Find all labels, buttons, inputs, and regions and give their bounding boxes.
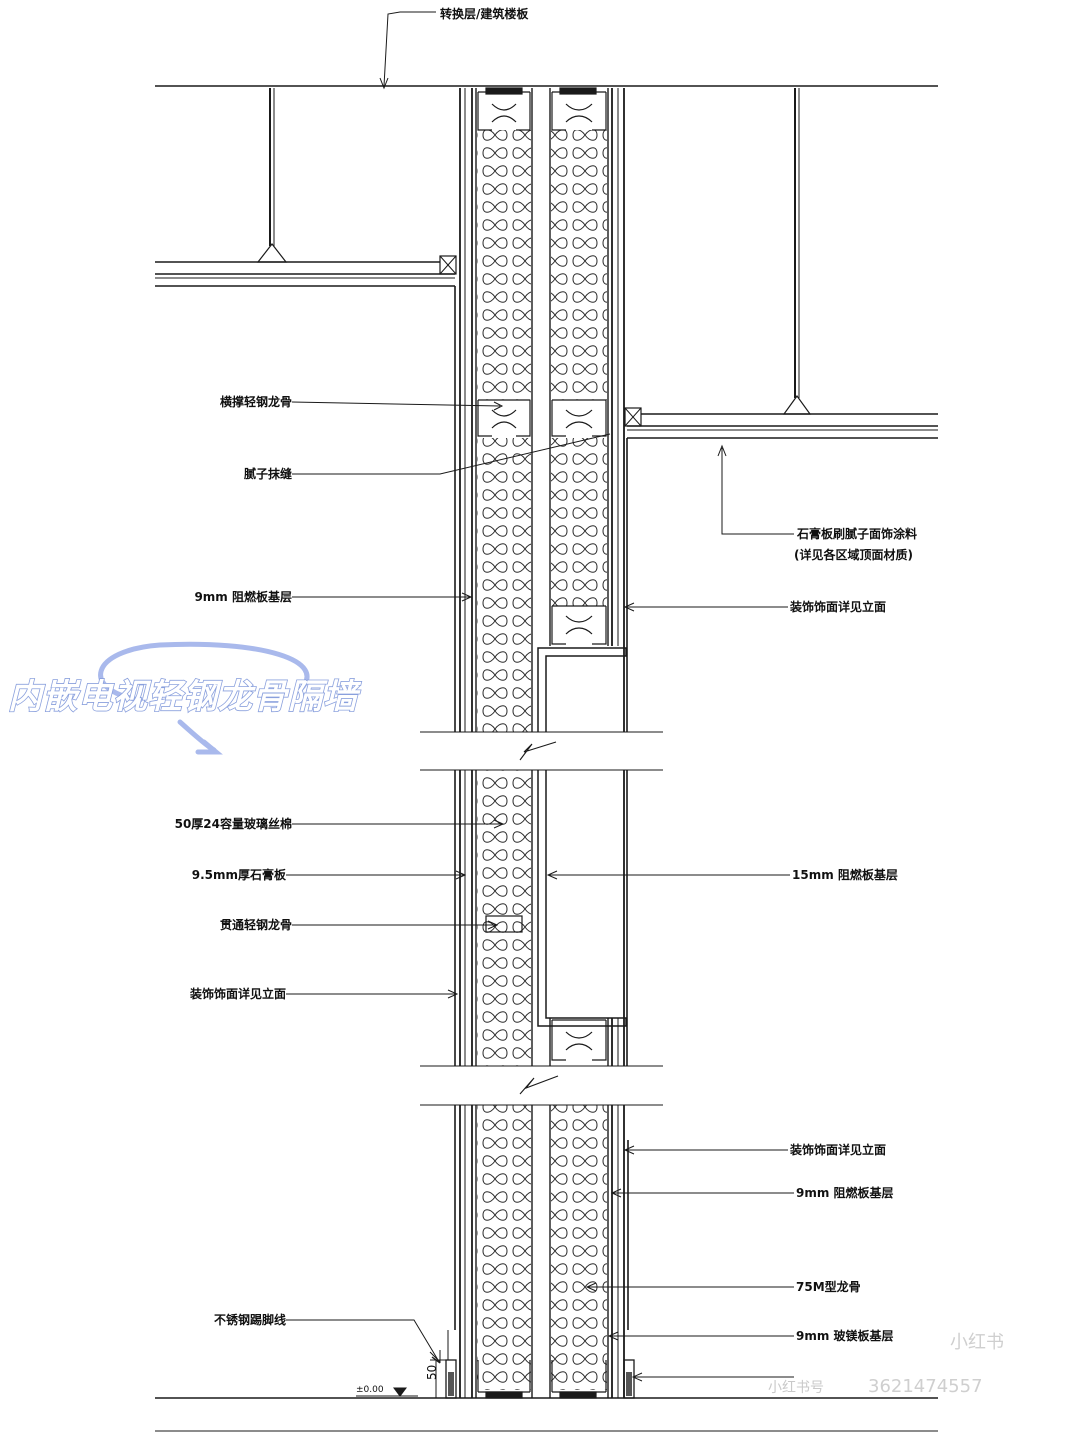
break-lines	[420, 731, 663, 1106]
tv-niche	[537, 647, 627, 1027]
label-putty-joint: 腻子抹缝	[244, 466, 292, 481]
dimension-50	[430, 1330, 449, 1399]
label-finish-lower-right: 装饰饰面详见立面	[789, 1142, 886, 1157]
label-finish-lower-left: 装饰饰面详见立面	[189, 986, 286, 1001]
leader-lines	[286, 11, 794, 1382]
label-fr-board-9-right: 9mm 阻燃板基层	[796, 1185, 894, 1200]
label-mgo-board: 9mm 玻镁板基层	[796, 1328, 894, 1343]
label-skirting: 不锈钢踢脚线	[214, 1312, 286, 1327]
floor-slab	[155, 1397, 938, 1432]
watermark-title: 内嵌电视轻钢龙骨隔墙	[8, 677, 362, 717]
label-gypsum-board: 9.5mm厚石膏板	[192, 867, 287, 882]
watermark-account-number: 3621474557	[868, 1376, 983, 1397]
label-through-stud: 贯通轻钢龙骨	[220, 917, 292, 932]
stud-channels	[475, 88, 609, 1398]
floor-level-mark	[356, 1387, 418, 1397]
label-ceiling-finish-line1: 石膏板刷腻子面饰涂料	[796, 526, 917, 541]
ceiling-left	[155, 88, 457, 287]
stud-clips	[477, 87, 607, 1399]
label-stud-75: 75M型龙骨	[796, 1279, 861, 1294]
label-ceiling-finish-line2: (详见各区域顶面材质)	[794, 547, 913, 562]
glass-wool-insulation	[477, 130, 607, 1390]
ceiling-right	[624, 88, 938, 439]
label-fr-board-15: 15mm 阻燃板基层	[792, 867, 898, 882]
wall-left-layers	[454, 88, 473, 1398]
skirting-boards	[445, 1359, 635, 1399]
label-glass-wool: 50厚24容量玻璃丝棉	[175, 816, 292, 831]
label-top-slab: 转换层/建筑楼板	[440, 6, 529, 21]
wall-right-layers	[611, 88, 629, 1398]
watermark-platform: 小红书	[950, 1332, 1004, 1353]
dimension-50-text: 50	[425, 1365, 439, 1380]
watermark-account-prefix: 小红书号	[768, 1380, 824, 1396]
label-fr-board-9-left: 9mm 阻燃板基层	[194, 589, 292, 604]
label-finish-upper-right: 装饰饰面详见立面	[789, 599, 886, 614]
label-horizontal-stud: 横撑轻钢龙骨	[220, 394, 292, 409]
watermark-swirl-icon	[98, 641, 310, 755]
floor-level-text: ±0.00	[356, 1385, 384, 1395]
